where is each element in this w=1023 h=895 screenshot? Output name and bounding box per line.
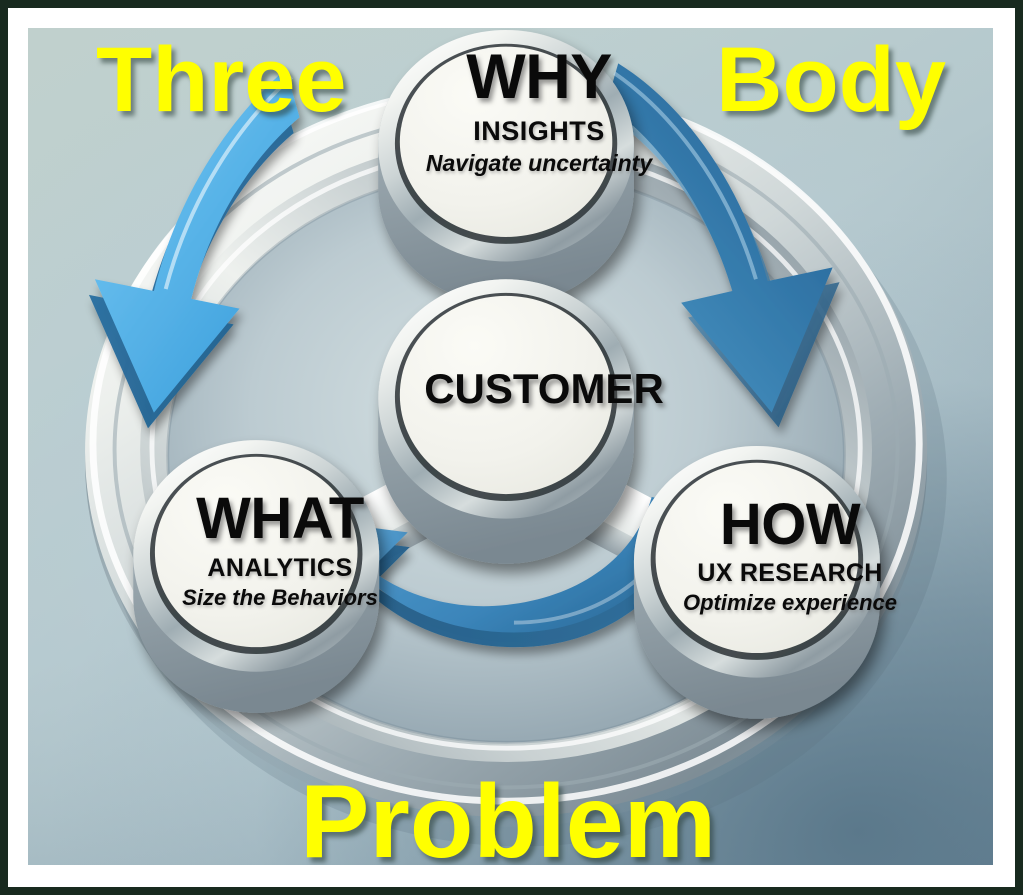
overlay-word-problem: Problem [300, 764, 717, 865]
diagram-stage [85, 29, 947, 847]
arrow-why-to-what [88, 69, 300, 429]
arrow-left-highlight [163, 75, 293, 290]
arrow-left-body [94, 69, 300, 413]
node-customer-face [399, 295, 613, 495]
arrow-bottom-body [299, 497, 693, 633]
overlay-word-body: Body [716, 29, 946, 131]
node-what[interactable] [133, 440, 380, 713]
node-what-face [154, 456, 358, 648]
picture-frame-mat: WHY INSIGHTS Navigate uncertainty CUSTOM… [8, 8, 1015, 887]
arrow-right-highlight [613, 71, 758, 280]
node-why[interactable] [378, 29, 634, 305]
overlay-word-three: Three [96, 29, 347, 131]
arrow-right-body [606, 63, 833, 413]
diagram-canvas: WHY INSIGHTS Navigate uncertainty CUSTOM… [28, 28, 993, 865]
arrow-why-to-how [606, 63, 840, 428]
node-how-face [655, 462, 859, 654]
node-why-face [399, 46, 613, 238]
node-customer[interactable] [378, 279, 634, 564]
node-how[interactable] [633, 446, 880, 719]
